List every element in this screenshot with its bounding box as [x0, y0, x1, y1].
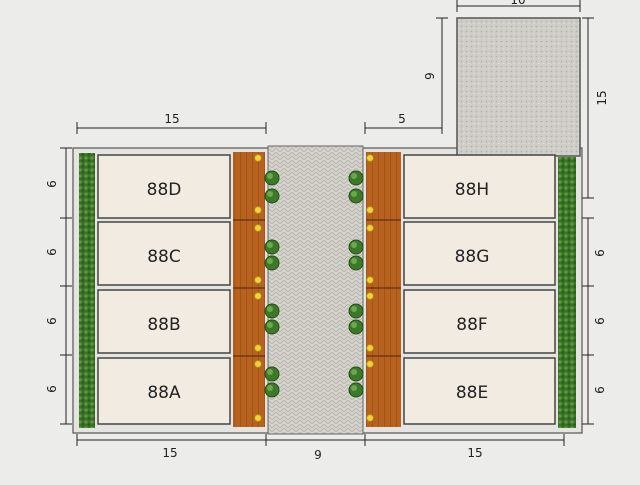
light-icon [254, 154, 262, 162]
dim-row-right: 6 [593, 317, 607, 325]
unit-88E[interactable] [403, 357, 556, 425]
light-icon [366, 414, 374, 422]
tree-highlight [351, 191, 357, 197]
tree-highlight [267, 258, 273, 264]
unit-label: 88C [147, 247, 181, 267]
dim-row-left: 6 [45, 248, 59, 256]
unit-88G[interactable] [403, 221, 556, 286]
tree-highlight [351, 242, 357, 248]
dimension-lines [60, 0, 594, 446]
tree-highlight [267, 322, 273, 328]
unit-label: 88E [456, 383, 488, 403]
light-icon [254, 276, 262, 284]
dim-block-height: 15 [595, 90, 609, 105]
unit-88H[interactable] [403, 154, 556, 219]
tree-highlight [267, 173, 273, 179]
dim-bottom: 15 [467, 446, 482, 460]
tree-highlight [351, 369, 357, 375]
deck-left [233, 152, 265, 427]
light-icon [366, 206, 374, 214]
dim-bottom: 15 [162, 446, 177, 460]
unit-label: 88H [455, 180, 489, 200]
tree-highlight [351, 306, 357, 312]
unit-label: 88F [456, 315, 487, 335]
light-icon [366, 224, 374, 232]
light-icon [254, 292, 262, 300]
parking-area [456, 17, 581, 157]
dim-block-offset: 9 [423, 72, 437, 80]
dim-top-left: 15 [164, 112, 179, 126]
unit-label: 88G [455, 247, 490, 267]
hedge-right [558, 157, 576, 428]
unit-88A[interactable] [97, 357, 231, 425]
dim-row-left: 6 [45, 385, 59, 393]
unit-label: 88B [147, 315, 180, 335]
dim-row-left: 6 [45, 180, 59, 188]
light-icon [254, 414, 262, 422]
units-right: 88H 88G 88F 88E [403, 154, 556, 425]
unit-88D[interactable] [97, 154, 231, 219]
unit-label: 88A [147, 383, 181, 403]
light-icon [254, 224, 262, 232]
unit-label: 88D [147, 180, 182, 200]
central-path [267, 145, 364, 435]
tree-highlight [267, 385, 273, 391]
light-icon [254, 206, 262, 214]
tree-highlight [351, 322, 357, 328]
light-icon [254, 344, 262, 352]
tree-highlight [267, 369, 273, 375]
unit-88C[interactable] [97, 221, 231, 286]
dim-bottom: 9 [314, 448, 322, 462]
unit-88B[interactable] [97, 289, 231, 354]
garden-lights [254, 154, 374, 422]
dim-top-block: 10 [510, 0, 525, 7]
tree-highlight [351, 385, 357, 391]
light-icon [366, 344, 374, 352]
dim-row-left: 6 [45, 317, 59, 325]
tree-highlight [351, 173, 357, 179]
dim-top-gap: 5 [398, 112, 406, 126]
unit-88F[interactable] [403, 289, 556, 354]
dim-row-right: 6 [593, 249, 607, 257]
tree-highlight [267, 306, 273, 312]
tree-highlight [351, 258, 357, 264]
deck-right [366, 152, 401, 427]
light-icon [366, 154, 374, 162]
trees [264, 170, 364, 398]
light-icon [254, 360, 262, 368]
units-left: 88D 88C 88B 88A [97, 154, 231, 425]
light-icon [366, 292, 374, 300]
hedge-left [79, 153, 95, 428]
dimension-labels: 15 5 10 9 15 6 6 6 6 6 6 6 15 9 15 [45, 0, 609, 462]
dim-row-right: 6 [593, 386, 607, 394]
light-icon [366, 276, 374, 284]
light-icon [366, 360, 374, 368]
tree-highlight [267, 242, 273, 248]
tree-highlight [267, 191, 273, 197]
